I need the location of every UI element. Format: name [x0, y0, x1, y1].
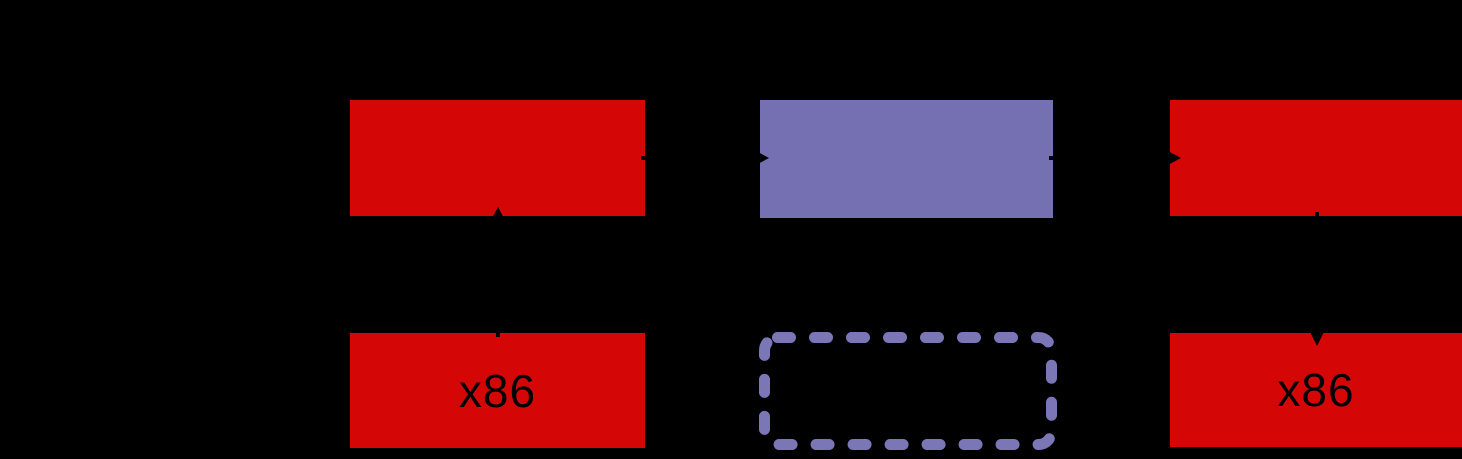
top-right-box — [1170, 100, 1462, 216]
bottom-left-box-label: x86 — [458, 364, 537, 417]
dashed-outline-shape — [759, 332, 1057, 450]
bottom-right-box-label: x86 — [1277, 364, 1355, 416]
bottom-right-box: x86 — [1170, 333, 1462, 447]
top-middle-box — [760, 100, 1053, 218]
bottom-left-box: x86 — [350, 333, 645, 448]
bottom-middle-box — [759, 332, 1057, 450]
top-left-box — [350, 100, 645, 216]
